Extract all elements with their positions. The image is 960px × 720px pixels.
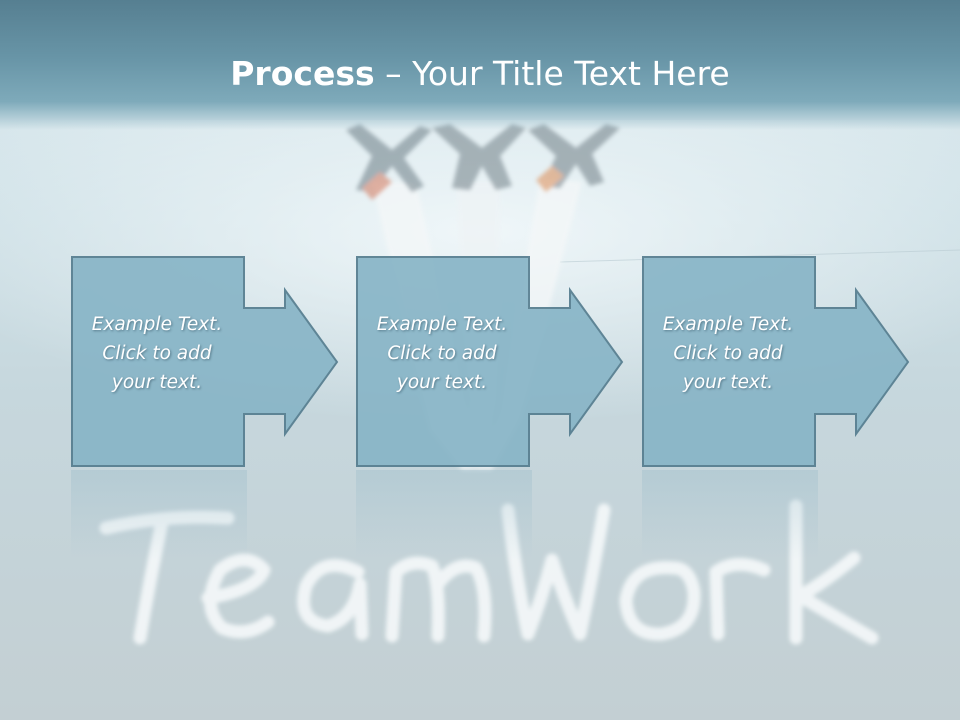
step-1-text[interactable]: Example Text. Click to add your text. — [71, 310, 243, 397]
step-2-reflection — [356, 470, 532, 560]
step-text-line: Example Text. — [91, 314, 223, 335]
step-1-reflection — [71, 470, 247, 560]
title-bold-part: Process — [230, 54, 375, 93]
step-text-line: Click to add — [102, 343, 212, 364]
step-text-line: your text. — [396, 372, 488, 393]
step-3-text[interactable]: Example Text. Click to add your text. — [642, 310, 814, 397]
slide-title[interactable]: Process – Your Title Text Here — [0, 52, 960, 96]
arrow-callout-shape — [642, 256, 910, 467]
step-text-line: Click to add — [387, 343, 497, 364]
step-text-line: Example Text. — [662, 314, 794, 335]
process-step-2[interactable]: Example Text. Click to add your text. — [356, 256, 626, 468]
step-text-line: Click to add — [673, 343, 783, 364]
step-text-line: Example Text. — [376, 314, 508, 335]
step-text-line: your text. — [682, 372, 774, 393]
process-step-1[interactable]: Example Text. Click to add your text. — [71, 256, 341, 468]
process-step-3[interactable]: Example Text. Click to add your text. — [642, 256, 912, 468]
arrow-callout-shape — [71, 256, 339, 467]
step-3-reflection — [642, 470, 818, 560]
title-band — [0, 0, 960, 130]
step-text-line: your text. — [111, 372, 203, 393]
arrow-callout-shape — [356, 256, 624, 467]
title-regular-part: – Your Title Text Here — [374, 54, 730, 93]
teamwork-chalk-lettering — [99, 499, 879, 645]
step-2-text[interactable]: Example Text. Click to add your text. — [356, 310, 528, 397]
